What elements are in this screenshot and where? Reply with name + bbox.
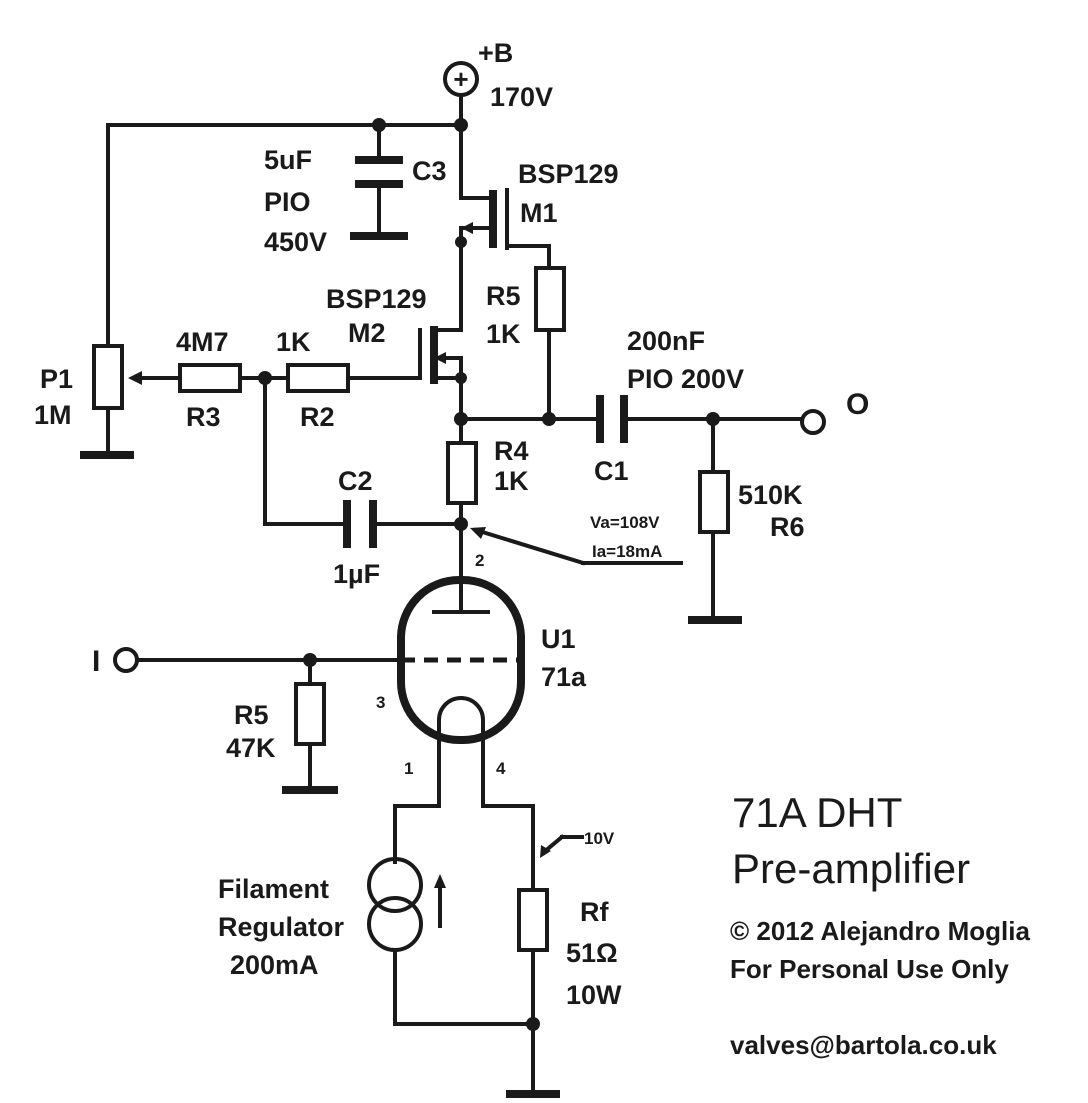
c1-value-label: 200nF bbox=[627, 326, 705, 356]
m2-part-label: BSP129 bbox=[326, 284, 427, 314]
potentiometer-p1 bbox=[80, 344, 182, 459]
capacitor-c1 bbox=[596, 395, 802, 443]
rf-voltage-label: 10V bbox=[584, 829, 615, 848]
va-label: Va=108V bbox=[590, 513, 660, 532]
r2-value-label: 1K bbox=[276, 327, 311, 357]
filament-reg-line1: Filament bbox=[218, 874, 329, 904]
footer-license: For Personal Use Only bbox=[730, 954, 1009, 984]
u1-pin-plate: 2 bbox=[475, 551, 484, 570]
c3-rating-label: 450V bbox=[264, 227, 327, 257]
resistor-r4 bbox=[446, 417, 478, 614]
supply-name-label: +B bbox=[478, 38, 513, 68]
footer-email: valves@bartola.co.uk bbox=[730, 1030, 997, 1060]
capacitor-c2 bbox=[263, 376, 463, 548]
supply-plus-symbol: + bbox=[453, 64, 468, 94]
capacitor-c3 bbox=[350, 123, 408, 240]
output-terminal bbox=[800, 409, 826, 435]
input-label: I bbox=[92, 645, 100, 678]
resistor-r5-grid bbox=[282, 658, 338, 794]
c2-ref-label: C2 bbox=[338, 466, 373, 496]
u1-ref-label: U1 bbox=[541, 624, 576, 654]
ia-label: Ia=18mA bbox=[592, 542, 662, 561]
r6-value-label: 510K bbox=[738, 480, 803, 510]
r2-ref-label: R2 bbox=[300, 402, 335, 432]
r5-top-value-label: 1K bbox=[486, 319, 521, 349]
r4-ref-label: R4 bbox=[494, 436, 529, 466]
output-label: O bbox=[846, 388, 869, 421]
m1-part-label: BSP129 bbox=[518, 159, 619, 189]
title-line2: Pre-amplifier bbox=[732, 845, 970, 892]
resistor-r6 bbox=[688, 417, 742, 624]
node-dot bbox=[455, 372, 467, 384]
c3-ref-label: C3 bbox=[412, 156, 447, 186]
node-dot bbox=[542, 412, 556, 426]
c3-type-label: PIO bbox=[264, 187, 311, 217]
c1-ref-label: C1 bbox=[594, 456, 629, 486]
resistor-r2 bbox=[286, 363, 422, 393]
supply-terminal: + bbox=[443, 61, 479, 127]
c3-value-label: 5uF bbox=[264, 145, 312, 175]
rf-rating-label: 10W bbox=[566, 980, 622, 1010]
m2-ref-label: M2 bbox=[348, 318, 386, 348]
r3-ref-label: R3 bbox=[186, 402, 221, 432]
resistor-rf bbox=[517, 888, 549, 1026]
rf-ref-label: Rf bbox=[580, 897, 609, 927]
u1-pin-fil2: 4 bbox=[496, 759, 506, 778]
u1-pin-grid: 3 bbox=[376, 693, 385, 712]
mosfet-m2 bbox=[418, 326, 467, 421]
resistor-r3 bbox=[178, 363, 290, 393]
footer-copyright: © 2012 Alejandro Moglia bbox=[730, 916, 1030, 946]
resistor-r5-top bbox=[534, 244, 566, 421]
r5-top-ref-label: R5 bbox=[486, 281, 521, 311]
filament-reg-line3: 200mA bbox=[230, 950, 319, 980]
title-line1: 71A DHT bbox=[732, 789, 902, 836]
filament-reg-line2: Regulator bbox=[218, 912, 345, 942]
r5-grid-value-label: 47K bbox=[226, 733, 276, 763]
rf-value-label: 51Ω bbox=[566, 938, 618, 968]
mosfet-m1 bbox=[455, 123, 551, 332]
r5-grid-ref-label: R5 bbox=[234, 700, 269, 730]
r4-value-label: 1K bbox=[494, 466, 529, 496]
node-dot bbox=[455, 236, 467, 248]
p1-ref-label: P1 bbox=[40, 364, 73, 394]
output-node bbox=[454, 412, 600, 426]
r6-ref-label: R6 bbox=[770, 512, 805, 542]
filament-regulator-source bbox=[367, 857, 446, 952]
r3-value-label: 4M7 bbox=[176, 327, 229, 357]
c2-value-label: 1µF bbox=[333, 559, 380, 589]
rf-voltage-pointer bbox=[540, 834, 584, 858]
m1-ref-label: M1 bbox=[520, 198, 558, 228]
input-terminal bbox=[113, 647, 403, 673]
supply-voltage-label: 170V bbox=[490, 82, 553, 112]
u1-pin-fil1: 1 bbox=[404, 759, 413, 778]
u1-part-label: 71a bbox=[541, 662, 587, 692]
operating-point-pointer bbox=[470, 527, 683, 566]
p1-value-label: 1M bbox=[34, 400, 72, 430]
c1-spec-label: PIO 200V bbox=[627, 364, 744, 394]
